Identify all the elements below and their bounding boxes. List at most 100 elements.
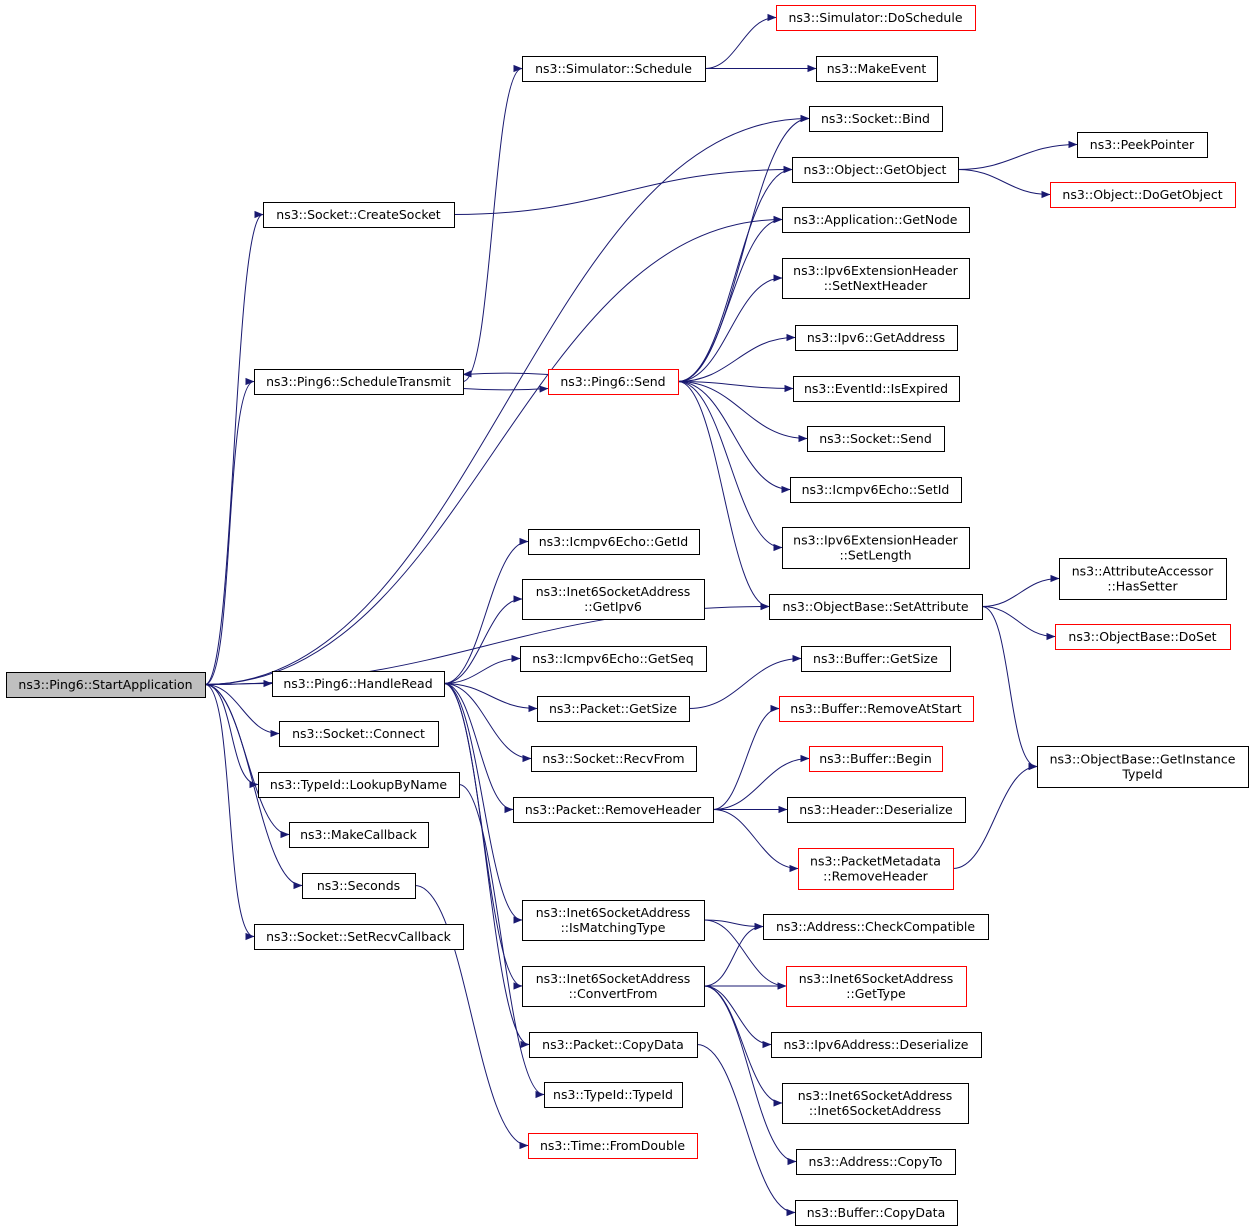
node-ping6_scheduletransmit[interactable]: ns3::Ping6::ScheduleTransmit: [254, 369, 464, 395]
node-socket_recvfrom[interactable]: ns3::Socket::RecvFrom: [531, 746, 697, 772]
node-box: [796, 1149, 956, 1175]
node-packet_copydata[interactable]: ns3::Packet::CopyData: [529, 1032, 698, 1058]
node-box: [809, 746, 943, 772]
node-box: [790, 477, 962, 503]
node-peek_pointer[interactable]: ns3::PeekPointer: [1077, 132, 1208, 158]
node-packet_getsize[interactable]: ns3::Packet::GetSize: [537, 696, 690, 722]
call-edge-object_getobject-to-object_dogetobject: [957, 169, 1051, 199]
node-typeid_lookupbyname[interactable]: ns3::TypeId::LookupByName: [258, 772, 460, 798]
node-objectbase_doset[interactable]: ns3::ObjectBase::DoSet: [1055, 624, 1231, 650]
node-simulator_doschedule[interactable]: ns3::Simulator::DoSchedule: [776, 5, 976, 31]
node-label: ns3::Ping6::StartApplication: [18, 677, 192, 692]
call-edge-start_application-to-socket_createsocket: [204, 211, 264, 685]
node-time_fromdouble[interactable]: ns3::Time::FromDouble: [528, 1133, 698, 1159]
node-label: ns3::Socket::Connect: [292, 726, 425, 741]
node-inet6_getipv6[interactable]: ns3::Inet6SocketAddress::GetIpv6: [522, 579, 705, 620]
node-box: [782, 207, 970, 233]
node-label: ns3::EventId::IsExpired: [804, 381, 948, 396]
node-packet_removeheader[interactable]: ns3::Packet::RemoveHeader: [513, 797, 714, 823]
node-box: [782, 258, 970, 299]
call-edge-ping6_handleread-to-packet_copydata: [443, 683, 530, 1049]
node-label: ns3::Ipv6::GetAddress: [807, 330, 945, 345]
node-box: [782, 527, 970, 569]
node-label: ns3::Seconds: [317, 878, 400, 893]
node-box: [787, 797, 966, 823]
node-label: ns3::Inet6SocketAddress: [798, 1088, 953, 1103]
node-box: [6, 672, 206, 698]
node-socket_createsocket[interactable]: ns3::Socket::CreateSocket: [263, 202, 455, 228]
call-edge-ping6_handleread-to-packet_removeheader: [443, 683, 514, 814]
node-box: [522, 900, 705, 941]
node-socket_bind[interactable]: ns3::Socket::Bind: [809, 106, 943, 132]
call-edge-ping6_send-to-socket_send: [677, 381, 808, 443]
node-label: ns3::Ipv6ExtensionHeader: [793, 533, 959, 548]
node-box: [807, 426, 945, 452]
node-objectbase_setattribute[interactable]: ns3::ObjectBase::SetAttribute: [769, 594, 983, 620]
call-edge-start_application-to-socket_connect: [204, 684, 280, 738]
call-edge-start_application-to-seconds: [204, 684, 303, 890]
node-inet6_convertfrom[interactable]: ns3::Inet6SocketAddress::ConvertFrom: [522, 966, 705, 1007]
node-inet6_ismatchingtype[interactable]: ns3::Inet6SocketAddress::IsMatchingType: [522, 900, 705, 941]
call-edge-ping6_handleread-to-socket_recvfrom: [443, 683, 532, 763]
node-label: ns3::Ping6::ScheduleTransmit: [266, 374, 451, 389]
node-typeid_typeid[interactable]: ns3::TypeId::TypeId: [544, 1082, 683, 1108]
node-buffer_begin[interactable]: ns3::Buffer::Begin: [809, 746, 943, 772]
node-inet6_ctor[interactable]: ns3::Inet6SocketAddress::Inet6SocketAddr…: [782, 1083, 969, 1124]
node-box: [795, 1200, 958, 1226]
node-start_application[interactable]: ns3::Ping6::StartApplication: [6, 672, 206, 698]
node-icmpv6echo_getseq[interactable]: ns3::Icmpv6Echo::GetSeq: [520, 646, 707, 672]
node-label: ::RemoveHeader: [823, 869, 929, 884]
node-make_callback[interactable]: ns3::MakeCallback: [289, 822, 429, 848]
node-label: ::SetNextHeader: [824, 278, 928, 293]
node-eventid_isexpired[interactable]: ns3::EventId::IsExpired: [793, 376, 960, 402]
node-box: [302, 873, 416, 899]
node-label: ns3::PacketMetadata: [810, 854, 941, 869]
node-buffer_removeatstart[interactable]: ns3::Buffer::RemoveAtStart: [779, 696, 974, 722]
node-attraccessor_hassetter[interactable]: ns3::AttributeAccessor::HasSetter: [1059, 558, 1227, 600]
node-icmpv6echo_getid[interactable]: ns3::Icmpv6Echo::GetId: [528, 529, 700, 555]
node-box: [529, 1032, 698, 1058]
node-ipv6ext_setnextheader[interactable]: ns3::Ipv6ExtensionHeader::SetNextHeader: [782, 258, 970, 299]
node-socket_connect[interactable]: ns3::Socket::Connect: [279, 721, 439, 747]
call-edge-ping6_send-to-ipv6_getaddress: [677, 333, 796, 382]
node-ping6_send[interactable]: ns3::Ping6::Send: [548, 369, 679, 395]
node-label: ::GetIpv6: [584, 599, 642, 614]
node-box: [522, 966, 705, 1007]
call-edge-inet6_convertfrom-to-address_copyto: [703, 985, 797, 1166]
node-label: ns3::Socket::SetRecvCallback: [266, 929, 451, 944]
node-make_event[interactable]: ns3::MakeEvent: [816, 56, 938, 82]
node-buffer_getsize[interactable]: ns3::Buffer::GetSize: [801, 646, 951, 672]
node-application_getnode[interactable]: ns3::Application::GetNode: [782, 207, 970, 233]
node-inet6_gettype[interactable]: ns3::Inet6SocketAddress::GetType: [786, 966, 967, 1007]
node-box: [513, 797, 714, 823]
call-edge-packet_removeheader-to-buffer_begin: [712, 754, 810, 810]
node-label: ns3::Simulator::DoSchedule: [788, 10, 962, 25]
node-object_dogetobject[interactable]: ns3::Object::DoGetObject: [1050, 182, 1236, 208]
node-label: ns3::Buffer::CopyData: [807, 1205, 946, 1220]
node-ipv6_getaddress[interactable]: ns3::Ipv6::GetAddress: [795, 325, 958, 351]
node-ping6_handleread[interactable]: ns3::Ping6::HandleRead: [272, 671, 445, 697]
node-label: ns3::Object::GetObject: [804, 162, 947, 177]
call-edge-socket_createsocket-to-object_getobject: [453, 165, 793, 215]
node-ipv6address_deserialize[interactable]: ns3::Ipv6Address::Deserialize: [771, 1032, 982, 1058]
node-icmpv6echo_setid[interactable]: ns3::Icmpv6Echo::SetId: [790, 477, 962, 503]
node-socket_send[interactable]: ns3::Socket::Send: [807, 426, 945, 452]
node-buffer_copydata[interactable]: ns3::Buffer::CopyData: [795, 1200, 958, 1226]
node-box: [522, 579, 705, 620]
node-object_getobject[interactable]: ns3::Object::GetObject: [792, 157, 959, 183]
node-address_checkcompatible[interactable]: ns3::Address::CheckCompatible: [763, 914, 989, 940]
call-edge-packet_copydata-to-buffer_copydata: [696, 1044, 796, 1217]
node-header_deserialize[interactable]: ns3::Header::Deserialize: [787, 797, 966, 823]
node-box: [795, 325, 958, 351]
node-simulator_schedule[interactable]: ns3::Simulator::Schedule: [522, 56, 706, 82]
node-ipv6ext_setlength[interactable]: ns3::Ipv6ExtensionHeader::SetLength: [782, 527, 970, 569]
call-edge-ping6_handleread-to-inet6_getipv6: [443, 595, 523, 684]
node-label: ns3::Buffer::Begin: [819, 751, 932, 766]
edge-layer: [204, 13, 1078, 1217]
node-box: [279, 721, 439, 747]
node-seconds[interactable]: ns3::Seconds: [302, 873, 416, 899]
node-address_copyto[interactable]: ns3::Address::CopyTo: [796, 1149, 956, 1175]
node-socket_setrecvcallback[interactable]: ns3::Socket::SetRecvCallback: [254, 924, 464, 950]
node-packetmetadata_removeheader[interactable]: ns3::PacketMetadata::RemoveHeader: [798, 848, 954, 890]
